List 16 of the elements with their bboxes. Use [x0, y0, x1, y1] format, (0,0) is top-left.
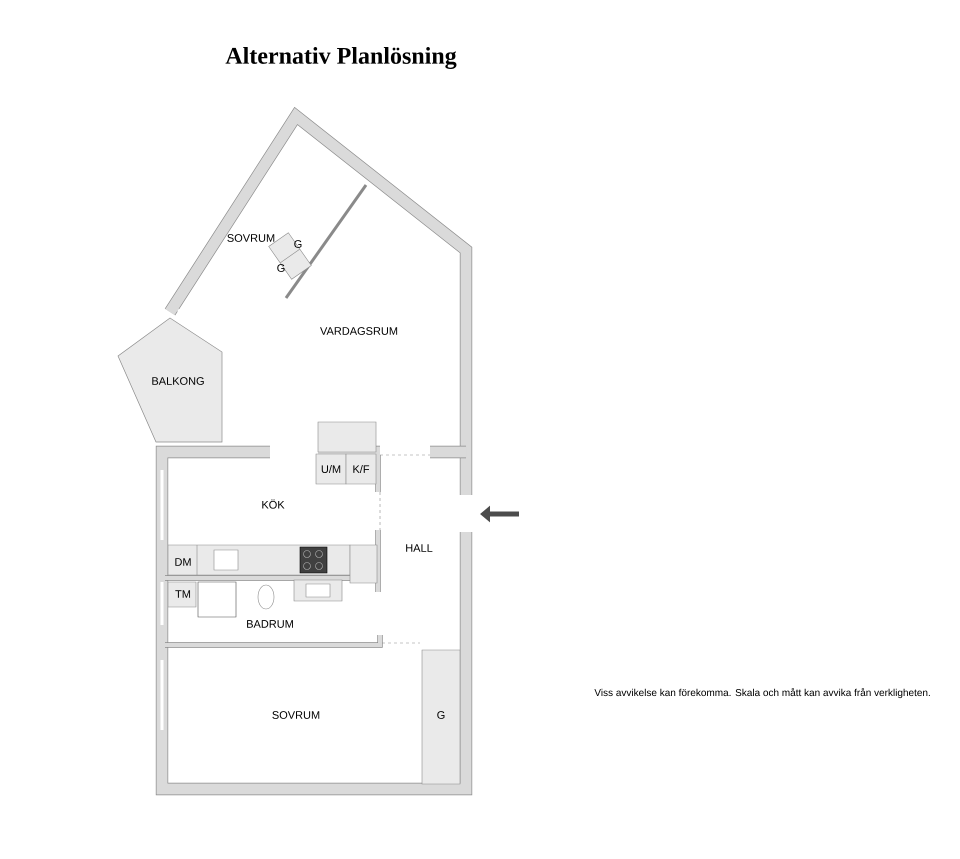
- disclaimer-note: Viss avvikelse kan förekomma. Skala och mått kan avvika från verkligheten.: [594, 688, 930, 698]
- room-label: G: [294, 240, 302, 248]
- room-label: KÖK: [262, 499, 284, 509]
- room-label: HALL: [406, 544, 432, 552]
- room-label: G: [437, 711, 444, 719]
- room-label: BADRUM: [247, 620, 293, 628]
- title: Alternativ Planlösning: [226, 47, 456, 69]
- room-label: SOVRUM: [272, 711, 320, 719]
- room-label: K/F: [353, 464, 370, 474]
- room-label: TM: [175, 590, 190, 598]
- room-label: BALKONG: [152, 377, 204, 385]
- room-label: VARDAGSRUM: [320, 327, 398, 335]
- room-label: U/M: [322, 464, 340, 474]
- room-label: DM: [175, 558, 191, 566]
- room-label: SOVRUM: [227, 234, 274, 242]
- room-label: G: [277, 264, 284, 272]
